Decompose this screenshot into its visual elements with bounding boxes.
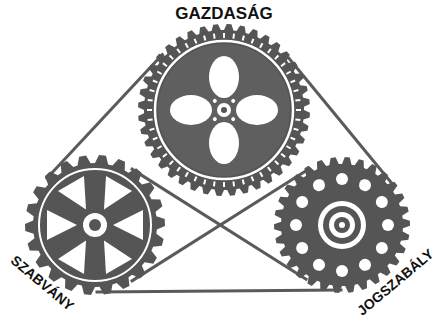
gear-node: GAZDASÁG	[138, 24, 310, 196]
gear-symbol	[25, 155, 165, 295]
gear-node: SZABVÁNY	[25, 155, 165, 295]
gear-node: JOGSZABÁLY	[274, 157, 410, 293]
gear-symbol	[138, 24, 310, 196]
gear-label: GAZDASÁG	[175, 5, 272, 22]
belt-line	[96, 290, 343, 292]
gear-symbol	[274, 157, 410, 293]
